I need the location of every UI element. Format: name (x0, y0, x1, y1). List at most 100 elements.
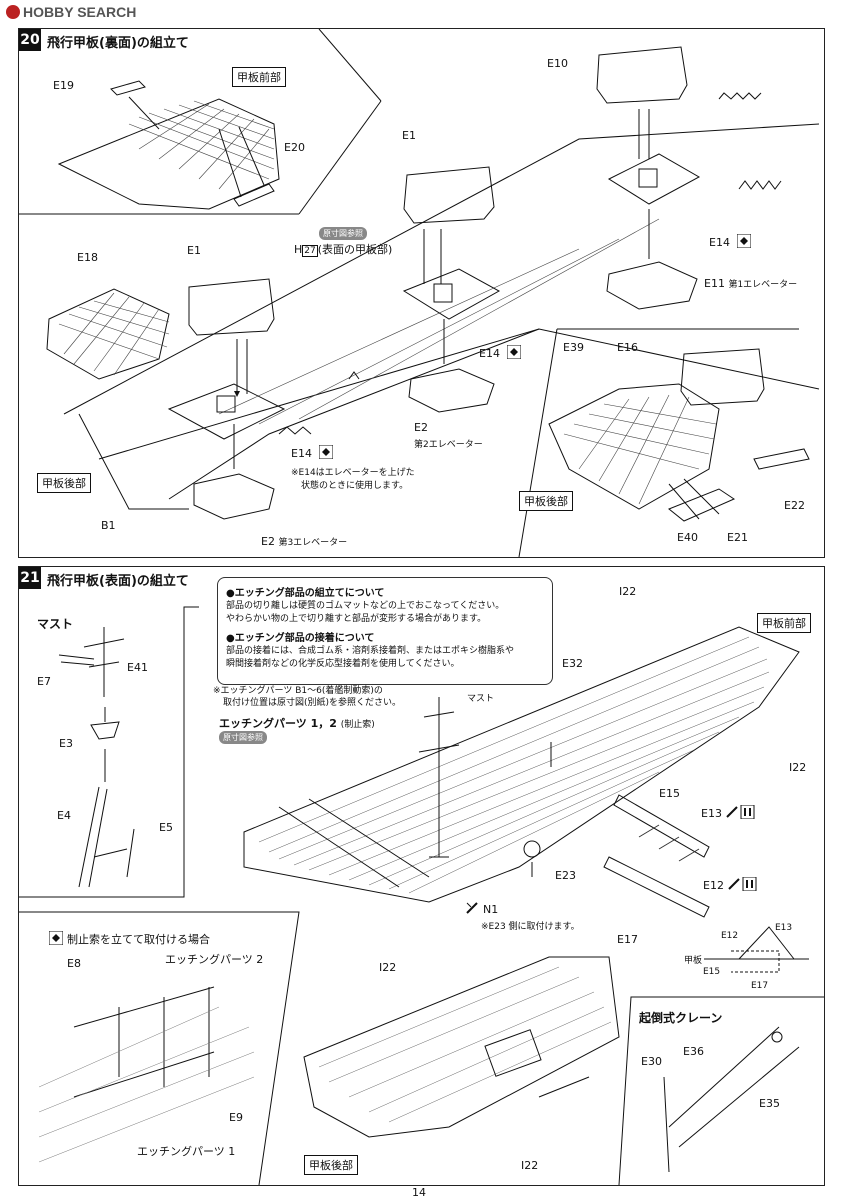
label-e12: E12 (703, 879, 724, 892)
e23-part (523, 840, 541, 858)
step-21-title: 飛行甲板(表面)の組立て (47, 574, 189, 589)
inset-etching-1: エッチングパーツ 1 (137, 1145, 236, 1158)
label-e16: E16 (617, 341, 638, 354)
page-number: 14 (412, 1186, 426, 1199)
etching-parts-1-2-title: エッチングパーツ 1，2 (制止索) (219, 717, 375, 730)
elevator-well-e14a (167, 383, 286, 440)
e14-note-line1: ※E14はエレベーターを上げた (291, 468, 415, 478)
step-21-panel: 21 飛行甲板(表面)の組立て マスト ●エッチング部品の組立てについて 部品の… (18, 566, 825, 1186)
step-20-number: 20 (19, 29, 41, 51)
label-e39: E39 (563, 341, 584, 354)
front-deck-label-21: 甲板前部 (757, 613, 811, 633)
n1-note: ※E23 側に取付けます。 (481, 922, 580, 932)
rear-deck-inset-label: 甲板後部 (519, 491, 573, 511)
e18-grid (46, 288, 170, 380)
label-e3: E3 (59, 737, 73, 750)
rear-deck-label: 甲板後部 (37, 473, 91, 493)
e19-part (110, 80, 146, 96)
notes-heading-glue: ●エッチング部品の接着について (226, 633, 375, 644)
label-n1: N1 (483, 903, 499, 916)
label-e9: E9 (229, 1111, 243, 1124)
deck-edge-upper (63, 123, 820, 415)
ref-tag-21: 原寸図参照 (219, 731, 267, 744)
notes-heading-assembly: ●エッチング部品の組立てについて (226, 588, 385, 599)
label-i22-top: I22 (619, 585, 637, 598)
arrest-wire-upper (73, 986, 215, 1028)
label-e1-middle: E1 (402, 129, 416, 142)
crane-title: 起倒式クレーン (639, 1011, 723, 1025)
e1-middle-elevator (403, 166, 495, 224)
label-mast-on-deck: マスト (467, 694, 495, 704)
mast-title: マスト (37, 617, 74, 631)
label-e1-left: E1 (187, 244, 201, 257)
label-e7: E7 (37, 675, 51, 688)
label-e23: E23 (555, 869, 576, 882)
h27-number-box: 27 (302, 245, 318, 257)
elevator-well-e14b (402, 268, 501, 320)
mast-inset-border (19, 606, 199, 898)
label-e5: E5 (159, 821, 173, 834)
label-e30: E30 (641, 1055, 662, 1068)
inset-etching-2: エッチングパーツ 2 (165, 953, 264, 966)
divider-line (318, 29, 382, 102)
label-e19: E19 (53, 79, 74, 92)
label-e20: E20 (284, 141, 305, 154)
arrest-inset-title: 制止索を立てて取付ける場合 (67, 933, 210, 946)
label-e14-left: E14 (291, 447, 312, 460)
label-e14-right: E14 (709, 236, 730, 249)
etching-b-note-1: ※エッチングパーツ B1～6(着艦制動索)の (213, 686, 383, 696)
label-e21: E21 (727, 531, 748, 544)
label-e32: E32 (562, 657, 583, 670)
diagram-e17: E17 (751, 981, 769, 991)
diagram-deck: 甲板 (684, 956, 703, 966)
e10-elevator (596, 46, 688, 104)
step-20-title: 飛行甲板(裏面)の組立て (47, 36, 189, 51)
label-e10: E10 (547, 57, 568, 70)
label-i22-rear-bottom: I22 (521, 1159, 539, 1172)
label-e2-middle: E2 (414, 421, 428, 434)
label-b1: B1 (101, 519, 116, 532)
label-e14-middle: E14 (479, 347, 500, 360)
label-e15: E15 (659, 787, 680, 800)
label-e11: E11 第1エレベーター (704, 277, 798, 290)
e5-part (126, 828, 135, 878)
label-e40: E40 (677, 531, 698, 544)
e3-part (90, 721, 120, 740)
label-e36: E36 (683, 1045, 704, 1058)
label-e4: E4 (57, 809, 71, 822)
e4-leg-1 (78, 786, 100, 888)
label-e2-lower: E2 第3エレベーター (261, 535, 348, 548)
diagram-e13: E13 (775, 923, 793, 933)
etching-notes-box: ●エッチング部品の組立てについて 部品の切り離しは硬質のゴムマットなどの上でおこ… (217, 577, 553, 685)
logo-icon (6, 5, 20, 19)
e14-note-line2: 状態のときに使用します。 (301, 481, 409, 491)
front-deck-label: 甲板前部 (232, 67, 286, 87)
label-e22: E22 (784, 499, 805, 512)
e13-part (613, 794, 710, 858)
label-e17: E17 (617, 933, 638, 946)
rear-deck-elevator (484, 1029, 542, 1077)
e2-middle-note: 第2エレベーター (414, 440, 483, 450)
e1-left-elevator (188, 278, 275, 336)
crane-boom-e36 (668, 1026, 780, 1128)
ref-tag-20: 原寸図参照 (319, 227, 367, 240)
rail-zigzag-1 (718, 92, 762, 100)
elevator-well-e14c (607, 153, 701, 205)
hobby-search-logo: HOBBY SEARCH (6, 4, 136, 20)
notes-glue-text: 部品の接着には、合成ゴム系・溶剤系接着剤、またはエポキシ樹脂系や瞬間接着剤などの… (226, 646, 515, 669)
step-21-number: 21 (19, 567, 41, 589)
e11-elevator (606, 261, 698, 310)
rear-inset-deck (548, 383, 720, 510)
label-i22-rear-top: I22 (379, 961, 397, 974)
diagram-e12: E12 (721, 931, 739, 941)
diagram-e15: E15 (703, 967, 721, 977)
e21-part (668, 488, 736, 522)
label-i22-right: I22 (789, 761, 807, 774)
arrest-inset-border (19, 911, 300, 1185)
label-e18: E18 (77, 251, 98, 264)
front-deck-underside (57, 98, 280, 210)
step-21-drawing (19, 606, 824, 1185)
rear-inset-elevator (680, 348, 765, 406)
e2-lower-elevator (193, 473, 275, 520)
